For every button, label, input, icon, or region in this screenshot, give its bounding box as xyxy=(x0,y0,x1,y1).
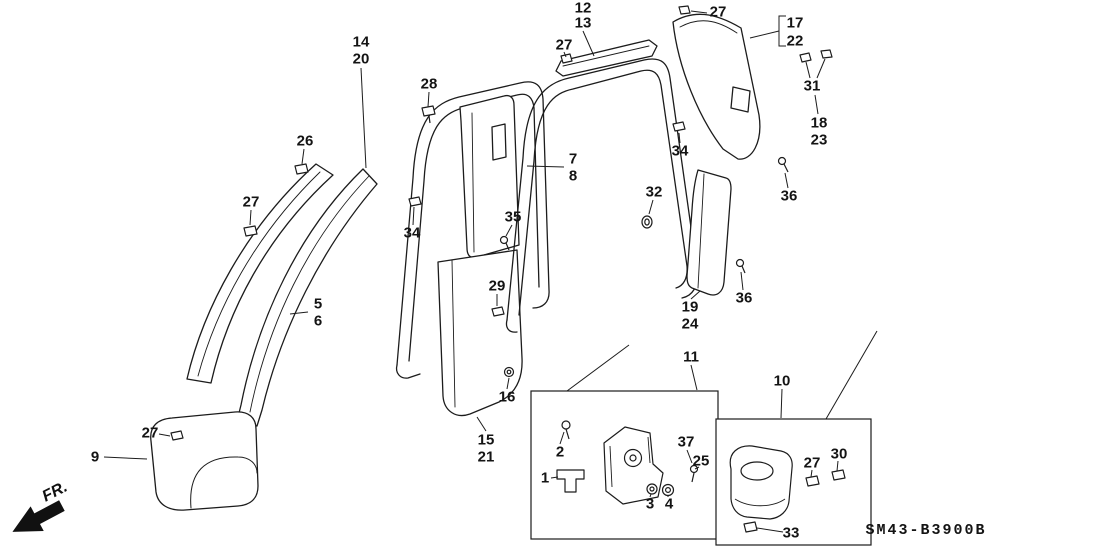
callout-35: 35 xyxy=(505,209,522,226)
callout-34-2: 34 xyxy=(404,225,421,242)
callout-27-4: 27 xyxy=(142,425,159,442)
callout-37: 37 xyxy=(678,434,695,451)
callout-13: 13 xyxy=(575,15,592,32)
callout-20: 20 xyxy=(353,51,370,68)
cowl-side-kick-panel xyxy=(150,411,259,511)
screw-icon xyxy=(561,420,571,430)
clip-icon xyxy=(820,49,833,59)
callout-14: 14 xyxy=(353,34,370,51)
callout-32: 32 xyxy=(646,184,663,201)
callout-31: 31 xyxy=(804,78,821,95)
fastener-icons xyxy=(170,5,833,441)
diagram-code-label: SM43-B3900B xyxy=(865,522,986,539)
callout-28: 28 xyxy=(421,76,438,93)
callout-30: 30 xyxy=(831,446,848,463)
front-pillar-garnish-rear xyxy=(236,168,378,427)
rear-anchor-garnish xyxy=(729,445,793,520)
callout-27-1: 27 xyxy=(556,37,573,54)
fastener-detail-parts xyxy=(556,420,699,505)
callout-29: 29 xyxy=(489,278,506,295)
center-pillar-lower-garnish xyxy=(437,249,523,417)
callout-34-1: 34 xyxy=(672,143,689,160)
callout-8: 8 xyxy=(569,168,577,185)
clip-icon xyxy=(805,475,820,487)
clip-icon xyxy=(831,469,846,481)
clip-icon xyxy=(560,53,573,64)
rear-pillar-upper-garnish xyxy=(672,13,761,160)
front-pillar-garnish-front xyxy=(186,163,334,384)
callout-10: 10 xyxy=(774,373,791,390)
callout-23: 23 xyxy=(811,132,828,149)
callout-11: 11 xyxy=(683,349,699,366)
callout-26: 26 xyxy=(297,133,314,150)
door-opening-trim-front xyxy=(396,81,550,366)
screw-icon xyxy=(735,258,745,268)
fr-arrow-icon xyxy=(12,500,65,532)
callout-1: 1 xyxy=(541,470,549,487)
callout-19: 19 xyxy=(682,299,699,316)
fr-direction-indicator xyxy=(12,500,65,532)
callout-36-1: 36 xyxy=(781,188,798,205)
diagram-parts xyxy=(150,13,761,511)
door-opening-trim-rear xyxy=(506,58,698,321)
callout-2: 2 xyxy=(556,444,564,461)
center-pillar-upper-garnish xyxy=(459,94,520,259)
callout-25: 25 xyxy=(693,453,710,470)
trim-clip-part xyxy=(556,469,585,493)
clip-icon xyxy=(421,105,436,117)
clip-icon xyxy=(170,430,184,441)
callout-24: 24 xyxy=(682,316,699,333)
roof-side-garnish xyxy=(555,39,658,77)
callout-15: 15 xyxy=(478,432,495,449)
clip-icon xyxy=(243,225,258,237)
callout-16: 16 xyxy=(499,389,516,406)
callout-21: 21 xyxy=(478,449,495,466)
anchor-garnish-parts xyxy=(729,445,846,533)
callout-4: 4 xyxy=(665,496,674,513)
callout-9: 9 xyxy=(91,449,99,466)
bolt-icon xyxy=(689,464,699,474)
clip-icon xyxy=(678,5,691,15)
callout-3: 3 xyxy=(646,496,654,513)
detail-connectors xyxy=(566,330,878,420)
clip-icon xyxy=(294,163,309,175)
screw-icon xyxy=(777,156,787,166)
callout-6: 6 xyxy=(314,313,322,330)
callout-17: 17 xyxy=(787,15,804,32)
rear-pillar-lower-garnish xyxy=(686,169,732,296)
callout-22: 22 xyxy=(787,33,804,50)
callout-12: 12 xyxy=(575,0,592,17)
callout-layer: 12 13 27 27 17 22 14 20 28 26 27 31 18 2… xyxy=(91,0,848,542)
clip-icon xyxy=(799,52,812,63)
screw-icon xyxy=(499,235,509,245)
fr-label: FR. xyxy=(40,479,71,506)
callout-36-2: 36 xyxy=(736,290,753,307)
callout-27-5: 27 xyxy=(804,455,821,472)
leader-lines xyxy=(103,10,839,533)
clip-icon xyxy=(491,306,505,317)
callout-5: 5 xyxy=(314,296,322,313)
callout-27-3: 27 xyxy=(243,194,260,211)
clip-icon xyxy=(743,521,758,533)
callout-27-2: 27 xyxy=(710,4,727,21)
callout-7: 7 xyxy=(569,151,577,168)
callout-33: 33 xyxy=(783,525,800,542)
clip-icon xyxy=(672,121,686,132)
callout-18: 18 xyxy=(811,115,828,132)
clip-icon xyxy=(408,196,422,207)
